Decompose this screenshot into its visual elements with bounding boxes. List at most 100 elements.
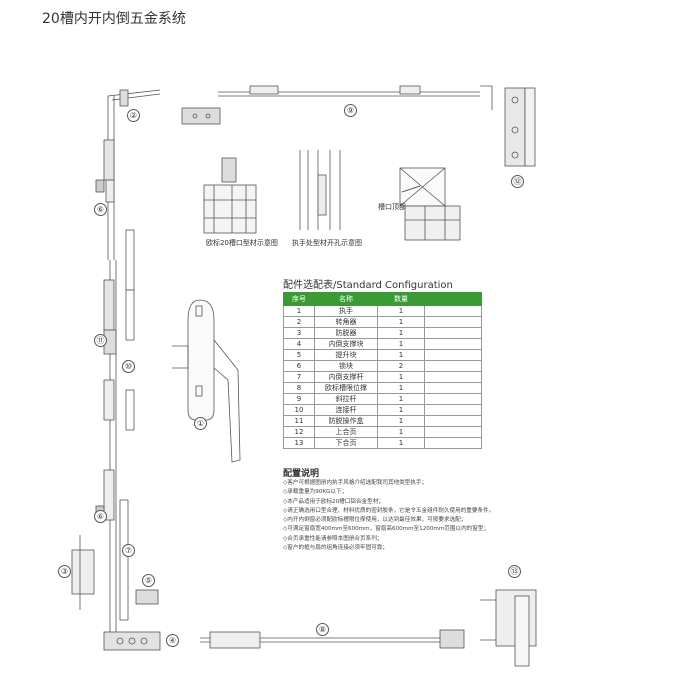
callout-13: ⑬	[508, 565, 521, 578]
slot-top-drawing	[399, 167, 461, 241]
cell-index: 13	[283, 437, 315, 449]
slot-top-leader	[401, 185, 421, 193]
note-item: ◇请正确选用口型合理、材料优质的密封胶条，它是令五金组件耐久使用的重要条件。	[283, 507, 495, 514]
slot-top-caption: 槽口顶部	[378, 203, 406, 211]
cell-name: 连接杆	[314, 404, 378, 416]
note-item: ◇窗户的框与扇的组角连接必须牢固可靠；	[283, 545, 388, 552]
callout-11: ⑪	[94, 334, 107, 347]
cell-blank	[424, 382, 482, 394]
handle-drawing	[172, 299, 241, 463]
cell-blank	[424, 305, 482, 317]
cell-blank	[424, 360, 482, 372]
cell-index: 8	[283, 382, 315, 394]
callout-10: ⑩	[122, 360, 135, 373]
cell-blank	[424, 426, 482, 438]
cell-name: 下合页	[314, 437, 378, 449]
cell-name: 欧标槽限位撑	[314, 382, 378, 394]
callout-5: ⑤	[142, 574, 155, 587]
small-parts-drawing	[71, 535, 161, 651]
handle-hole-drawing	[299, 150, 341, 230]
connecting-rod-drawing	[200, 629, 465, 649]
cell-blank	[424, 415, 482, 427]
cell-qty: 1	[377, 305, 425, 317]
callout-7: ⑦	[122, 544, 135, 557]
cell-index: 4	[283, 338, 315, 350]
header-name: 名称	[314, 292, 378, 306]
cell-blank	[424, 437, 482, 449]
callout-8: ⑧	[316, 623, 329, 636]
page-title: 20槽内开内倒五金系统	[42, 11, 186, 27]
config-table-header: 序号 名称 数量	[283, 292, 482, 306]
cell-qty: 1	[377, 349, 425, 361]
bottom-hinge-drawing	[480, 589, 537, 667]
profile-caption: 欧标20槽口型材示意图	[206, 239, 278, 247]
config-table-title: 配件选配表/Standard Configuration	[283, 280, 453, 291]
cell-index: 9	[283, 393, 315, 405]
cell-index: 12	[283, 426, 315, 438]
cell-qty: 1	[377, 382, 425, 394]
cell-name: 上合页	[314, 426, 378, 438]
callout-9: ⑨	[344, 104, 357, 117]
cell-blank	[424, 404, 482, 416]
cell-name: 锁块	[314, 360, 378, 372]
cell-index: 7	[283, 371, 315, 383]
cell-name: 内倒支撑块	[314, 338, 378, 350]
cell-index: 5	[283, 349, 315, 361]
top-hinge-drawing	[504, 87, 536, 167]
cell-qty: 1	[377, 415, 425, 427]
callout-6-bottom: ⑥	[94, 510, 107, 523]
cell-qty: 1	[377, 437, 425, 449]
cell-blank	[424, 371, 482, 383]
note-item: ◇合页承重性能请参照本图册合页系列；	[283, 535, 383, 542]
cell-blank	[424, 349, 482, 361]
notes-list: ◇客户可根据图册内执手风格介绍选配我司其他类型执手； ◇承载重量为90KG以下；…	[283, 479, 673, 553]
callout-2: ②	[127, 109, 140, 122]
callout-12: ⑫	[511, 175, 524, 188]
note-item: ◇本产品适用于欧标20槽口铝合金型材；	[283, 498, 384, 505]
cell-qty: 1	[377, 371, 425, 383]
cell-qty: 1	[377, 327, 425, 339]
note-item: ◇可满足窗扇宽400mm至600mm，窗扇高600mm至1200mm范围以内的窗…	[283, 526, 490, 533]
cell-blank	[424, 338, 482, 350]
cell-blank	[424, 327, 482, 339]
cell-qty: 1	[377, 316, 425, 328]
cell-name: 防脱器	[314, 327, 378, 339]
callout-6-top: ⑥	[94, 203, 107, 216]
header-qty: 数量	[377, 292, 425, 306]
header-blank	[424, 292, 482, 306]
vertical-rod-drawing	[95, 179, 135, 640]
cell-index: 2	[283, 316, 315, 328]
cell-blank	[424, 316, 482, 328]
cell-name: 提升块	[314, 349, 378, 361]
handle-hole-caption: 执手处型材开孔示意图	[292, 239, 362, 247]
profile-section-drawing	[203, 157, 257, 234]
cell-name: 防脱操作盒	[314, 415, 378, 427]
callout-1: ①	[194, 417, 207, 430]
cell-index: 1	[283, 305, 315, 317]
cell-qty: 1	[377, 393, 425, 405]
cell-qty: 1	[377, 404, 425, 416]
cell-qty: 2	[377, 360, 425, 372]
cell-qty: 1	[377, 426, 425, 438]
cell-blank	[424, 393, 482, 405]
note-item: ◇内开内倒窗必须配欧标槽限位撑使用，以达到最佳效果，可按要求选配；	[283, 517, 467, 524]
callout-4: ④	[166, 634, 179, 647]
note-item: ◇客户可根据图册内执手风格介绍选配我司其他类型执手；	[283, 480, 428, 486]
note-item: ◇承载重量为90KG以下；	[283, 489, 348, 496]
cell-name: 执手	[314, 305, 378, 317]
cell-name: 内倒支撑杆	[314, 371, 378, 383]
